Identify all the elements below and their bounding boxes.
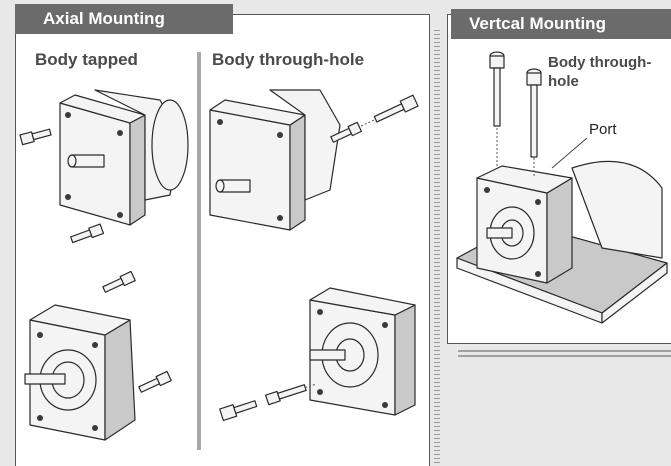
screw-left (19, 128, 52, 146)
horizontal-rule-top (458, 350, 671, 352)
motor-body-through-hole-bottom-illustration (219, 287, 416, 422)
vertical-mounting-title: Vertcal Mounting (451, 9, 671, 39)
vertical-screw-left (489, 51, 505, 168)
body-through-hole-label: Body through-hole (212, 50, 365, 69)
motor-vertical-mounting-illustration (456, 51, 668, 324)
dashed-rule (434, 30, 440, 466)
screw-bottom (70, 223, 105, 244)
body-tapped-label: Body tapped (35, 50, 138, 69)
vertical-screw-right (526, 68, 542, 178)
horizontal-rule-bottom (458, 355, 671, 357)
port-label: Port (589, 121, 617, 138)
column-divider (197, 52, 201, 450)
vertical-body-through-hole-label: Body through- hole (548, 54, 652, 90)
motor-body-tapped-bottom-illustration (24, 270, 172, 441)
axial-mounting-title: Axial Mounting (15, 4, 233, 34)
motor-body-tapped-top-illustration (19, 89, 189, 244)
motor-body-through-hole-top-illustration (209, 89, 419, 231)
